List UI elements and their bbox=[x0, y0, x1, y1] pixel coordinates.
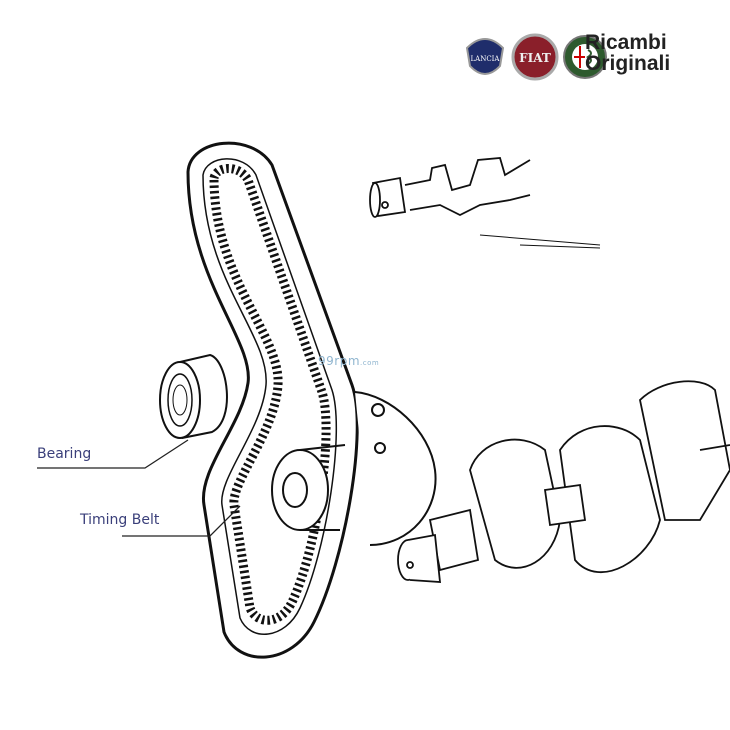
bearing-roller bbox=[159, 353, 228, 439]
bearing-label: Bearing bbox=[37, 446, 92, 462]
timing-belt bbox=[186, 141, 359, 659]
timing-belt-leader-line bbox=[122, 505, 241, 537]
alfa-romeo-logo bbox=[563, 35, 607, 79]
crankshaft bbox=[397, 380, 730, 583]
brand-line-1: Ricambi bbox=[585, 31, 667, 54]
watermark-main: 99rpm bbox=[318, 354, 361, 368]
brand-text: Ricambi Originali bbox=[585, 32, 670, 74]
timing-belt-label: Timing Belt bbox=[80, 512, 160, 528]
fiat-logo: FIAT bbox=[511, 33, 559, 81]
svg-text:FIAT: FIAT bbox=[519, 51, 551, 65]
camshaft bbox=[369, 157, 601, 249]
bearing-leader-line bbox=[37, 439, 189, 469]
svg-text:LANCIA: LANCIA bbox=[470, 55, 500, 63]
watermark-suffix: .com bbox=[360, 359, 380, 367]
watermark: 99rpm.com bbox=[318, 354, 379, 368]
brand-line-2: Originali bbox=[585, 52, 671, 75]
lancia-logo: LANCIA bbox=[465, 38, 505, 75]
pulley-assembly bbox=[271, 391, 437, 546]
